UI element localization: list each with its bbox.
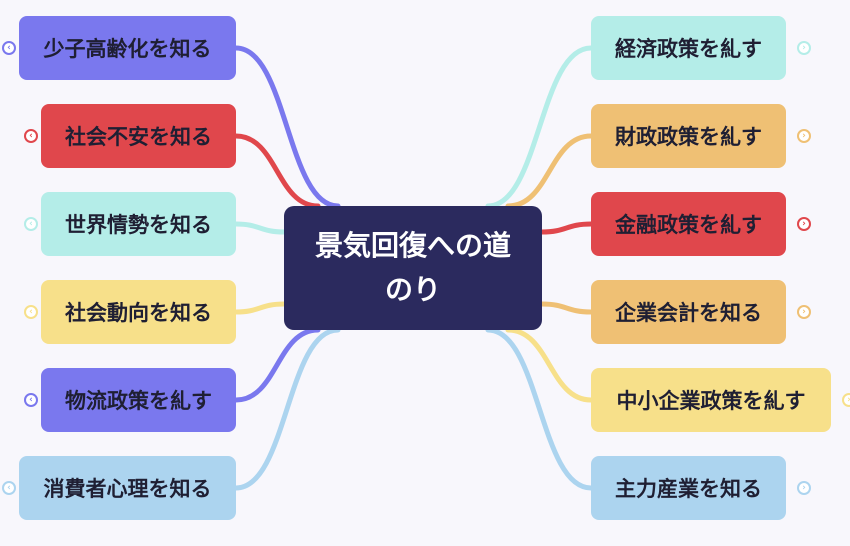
right-topic-4[interactable]: 企業会計を知る bbox=[591, 280, 786, 344]
collapse-left-chevron-icon[interactable]: ‹ bbox=[24, 305, 38, 319]
collapse-right-chevron-icon[interactable]: › bbox=[797, 305, 811, 319]
collapse-right-chevron-icon[interactable]: › bbox=[797, 481, 811, 495]
right-topic-5-label: 中小企業政策を糺す bbox=[616, 389, 806, 413]
left-topic-6-label: 消費者心理を知る bbox=[43, 477, 212, 501]
link-right-2 bbox=[505, 133, 594, 209]
link-right-6 bbox=[485, 327, 594, 491]
link-left-2 bbox=[233, 133, 321, 209]
right-topic-3[interactable]: 金融政策を糺す bbox=[591, 192, 786, 256]
right-topic-3-label: 金融政策を糺す bbox=[615, 213, 762, 237]
left-topic-5-label: 物流政策を糺す bbox=[65, 389, 212, 413]
left-topic-1-label: 少子高齢化を知る bbox=[43, 37, 212, 61]
link-right-1 bbox=[485, 45, 594, 209]
link-left-1 bbox=[233, 45, 341, 209]
right-topic-2[interactable]: 財政政策を糺す bbox=[591, 104, 786, 168]
right-topic-4-label: 企業会計を知る bbox=[615, 301, 762, 325]
link-left-5 bbox=[233, 327, 321, 403]
link-left-4 bbox=[233, 301, 287, 315]
left-topic-2-label: 社会不安を知る bbox=[65, 125, 212, 149]
right-topic-6[interactable]: 主力産業を知る bbox=[591, 456, 786, 520]
right-topic-1-label: 経済政策を糺す bbox=[615, 37, 762, 61]
central-topic-label: 景気回復への道のり bbox=[314, 229, 511, 306]
left-topic-1[interactable]: 少子高齢化を知る bbox=[19, 16, 236, 80]
collapse-right-chevron-icon[interactable]: › bbox=[797, 129, 811, 143]
left-topic-5[interactable]: 物流政策を糺す bbox=[41, 368, 236, 432]
collapse-right-chevron-icon[interactable]: › bbox=[797, 41, 811, 55]
link-right-5 bbox=[505, 327, 594, 403]
central-topic[interactable]: 景気回復への道のり bbox=[284, 206, 542, 330]
right-topic-1[interactable]: 経済政策を糺す bbox=[591, 16, 786, 80]
right-topic-2-label: 財政政策を糺す bbox=[615, 125, 762, 149]
link-left-6 bbox=[233, 327, 341, 491]
left-topic-4[interactable]: 社会動向を知る bbox=[41, 280, 236, 344]
left-topic-3-label: 世界情勢を知る bbox=[65, 213, 212, 237]
left-topic-2[interactable]: 社会不安を知る bbox=[41, 104, 236, 168]
right-topic-5[interactable]: 中小企業政策を糺す bbox=[591, 368, 831, 432]
left-topic-4-label: 社会動向を知る bbox=[65, 301, 212, 325]
collapse-left-chevron-icon[interactable]: ‹ bbox=[24, 217, 38, 231]
collapse-left-chevron-icon[interactable]: ‹ bbox=[2, 41, 16, 55]
link-right-3 bbox=[539, 221, 594, 235]
collapse-right-chevron-icon[interactable]: › bbox=[797, 217, 811, 231]
link-right-4 bbox=[539, 301, 594, 315]
link-left-3 bbox=[233, 221, 287, 235]
left-topic-6[interactable]: 消費者心理を知る bbox=[19, 456, 236, 520]
right-topic-6-label: 主力産業を知る bbox=[615, 477, 762, 501]
collapse-right-chevron-icon[interactable]: › bbox=[842, 393, 850, 407]
collapse-left-chevron-icon[interactable]: ‹ bbox=[2, 481, 16, 495]
collapse-left-chevron-icon[interactable]: ‹ bbox=[24, 129, 38, 143]
left-topic-3[interactable]: 世界情勢を知る bbox=[41, 192, 236, 256]
collapse-left-chevron-icon[interactable]: ‹ bbox=[24, 393, 38, 407]
